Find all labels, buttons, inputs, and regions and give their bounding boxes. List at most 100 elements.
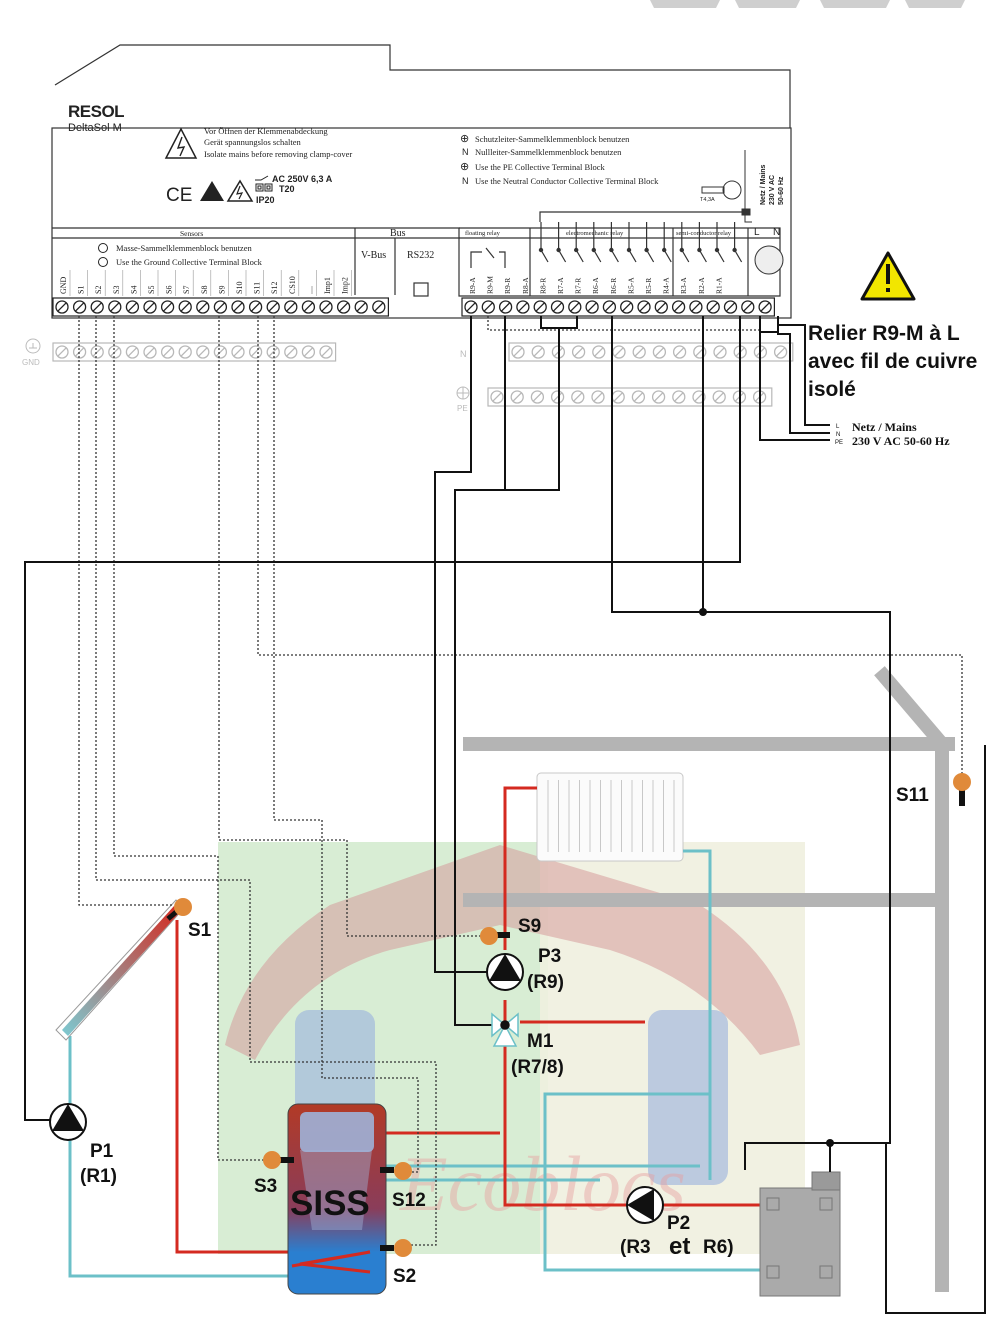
warning-line-1: Vor Öffnen der Klemmenabdeckung xyxy=(204,126,328,136)
relay-contact-dot xyxy=(644,247,649,253)
relay-terminal-label: R9-R xyxy=(503,278,512,294)
terminal-screw xyxy=(248,300,263,314)
pe-terminal xyxy=(510,390,524,404)
switch-icon xyxy=(255,175,269,181)
gnd-terminal xyxy=(248,345,263,359)
pe-terminal xyxy=(490,390,504,404)
gnd-terminal xyxy=(284,345,298,359)
relay-contact-dot xyxy=(591,247,597,253)
n-terminal xyxy=(652,345,667,359)
label-m1: M1 xyxy=(527,1031,554,1052)
n-note-prefix-2: N xyxy=(462,176,469,186)
terminal-screw xyxy=(706,300,720,314)
relay-terminal-label: R4-A xyxy=(662,277,671,294)
ip-text: IP20 xyxy=(256,195,275,205)
terminal-screw xyxy=(568,300,582,314)
n-terminal xyxy=(632,345,646,359)
ground-icon-2 xyxy=(98,257,108,267)
gnd-collective-block xyxy=(52,342,337,362)
mains-n: N xyxy=(836,432,840,438)
n-terminal xyxy=(571,345,586,359)
storage-tank xyxy=(287,1103,387,1295)
relay-contact-dot xyxy=(538,247,544,253)
relay-contact-dot xyxy=(679,247,685,253)
temp-class-text: T20 xyxy=(279,184,295,194)
label-s11: S11 xyxy=(896,785,929,806)
relay-terminal-label: R1-A xyxy=(714,277,723,294)
relay-contact-dot xyxy=(556,247,561,253)
resol-logo-fragment xyxy=(650,0,965,8)
terminal-screw xyxy=(108,300,122,314)
mains-line-2: 230 V AC 50-60 Hz xyxy=(852,434,950,448)
label-p2: P2 xyxy=(667,1213,690,1234)
pe-terminal xyxy=(550,390,565,404)
gnd-icon xyxy=(25,338,41,354)
gnd-label: GND xyxy=(22,358,40,367)
relay-terminal-label: R2-A xyxy=(697,277,706,294)
terminal-screw xyxy=(143,300,157,314)
relay-terminal-label: R7-R xyxy=(574,278,583,294)
brand-logo: RESOL xyxy=(68,102,124,121)
terminal-screw xyxy=(90,300,104,314)
relay-contact-dot xyxy=(732,247,737,253)
pe-terminal xyxy=(571,390,585,404)
n-terminal xyxy=(672,345,687,359)
terminal-screw xyxy=(602,300,617,314)
relay-terminal-label: R7-A xyxy=(556,277,565,294)
warning-line-3: Isolate mains before removing clamp-cove… xyxy=(204,149,352,159)
gnd-terminal xyxy=(55,345,69,359)
terminal-screw xyxy=(125,300,140,314)
label-p3-relay: (R9) xyxy=(527,972,564,993)
relay-terminal-label: R9-A xyxy=(468,277,477,294)
warning-sign-icon xyxy=(860,251,916,301)
relay-terminal-label: R5-R xyxy=(644,278,653,294)
pe-collective-block xyxy=(487,387,773,407)
warning-line-2: Gerät spannungslos schalten xyxy=(204,137,302,147)
label-s12: S12 xyxy=(392,1190,426,1211)
ground-note-2: Use the Ground Collective Terminal Block xyxy=(116,257,263,267)
terminal-screw xyxy=(758,300,772,314)
n-terminal xyxy=(773,345,788,359)
gnd-terminal xyxy=(90,345,104,359)
relay-terminal-label: R9-M xyxy=(486,276,495,294)
terminal-screw xyxy=(55,300,69,314)
sensor-terminal-label: S11 xyxy=(253,282,262,294)
relay-header-electromechanic: electromechanic relay xyxy=(566,230,624,237)
n-block-label: N xyxy=(460,349,467,359)
label-tank: SISS xyxy=(290,1184,370,1223)
label-m1-relay: (R7/8) xyxy=(511,1057,564,1078)
ground-icon-1 xyxy=(98,243,108,253)
terminal-screw xyxy=(160,300,175,314)
sensor-terminal-label: Imp1 xyxy=(323,277,332,294)
terminal-screw xyxy=(481,300,495,314)
terminal-l: L xyxy=(754,227,760,238)
fuse-icon xyxy=(701,150,784,275)
pe-terminal xyxy=(712,390,726,404)
n-collective-block xyxy=(508,342,794,362)
label-p1: P1 xyxy=(90,1141,114,1162)
label-p2-relay-b: R6) xyxy=(703,1237,734,1258)
sensor-terminal-label: CS10 xyxy=(288,276,297,294)
relay-terminal-label: R5-A xyxy=(626,277,635,294)
pe-terminal xyxy=(651,390,666,404)
terminal-screw xyxy=(196,300,210,314)
sensor-terminal-label: S3 xyxy=(112,286,121,294)
mixing-valve-m1-icon xyxy=(491,1012,519,1047)
sensor-s11 xyxy=(953,773,971,806)
relay-terminal-label: R8-A xyxy=(521,277,530,294)
label-p1-relay: (R1) xyxy=(80,1166,117,1187)
relay-terminal-label: R3-A xyxy=(679,277,688,294)
controller-housing xyxy=(51,44,792,319)
n-terminal xyxy=(592,345,606,359)
pe-terminal xyxy=(591,390,605,404)
relay-contact-dot xyxy=(697,247,702,253)
boiler xyxy=(759,1171,841,1297)
sensor-terminal-label: S1 xyxy=(77,286,86,294)
mains-vertical-3: 50-60 Hz xyxy=(778,176,785,205)
sensor-terminal-label: GND xyxy=(59,276,68,294)
sensor-terminal-label: S5 xyxy=(147,286,156,294)
terminal-screw xyxy=(354,300,368,314)
sensor-s9 xyxy=(480,927,510,945)
